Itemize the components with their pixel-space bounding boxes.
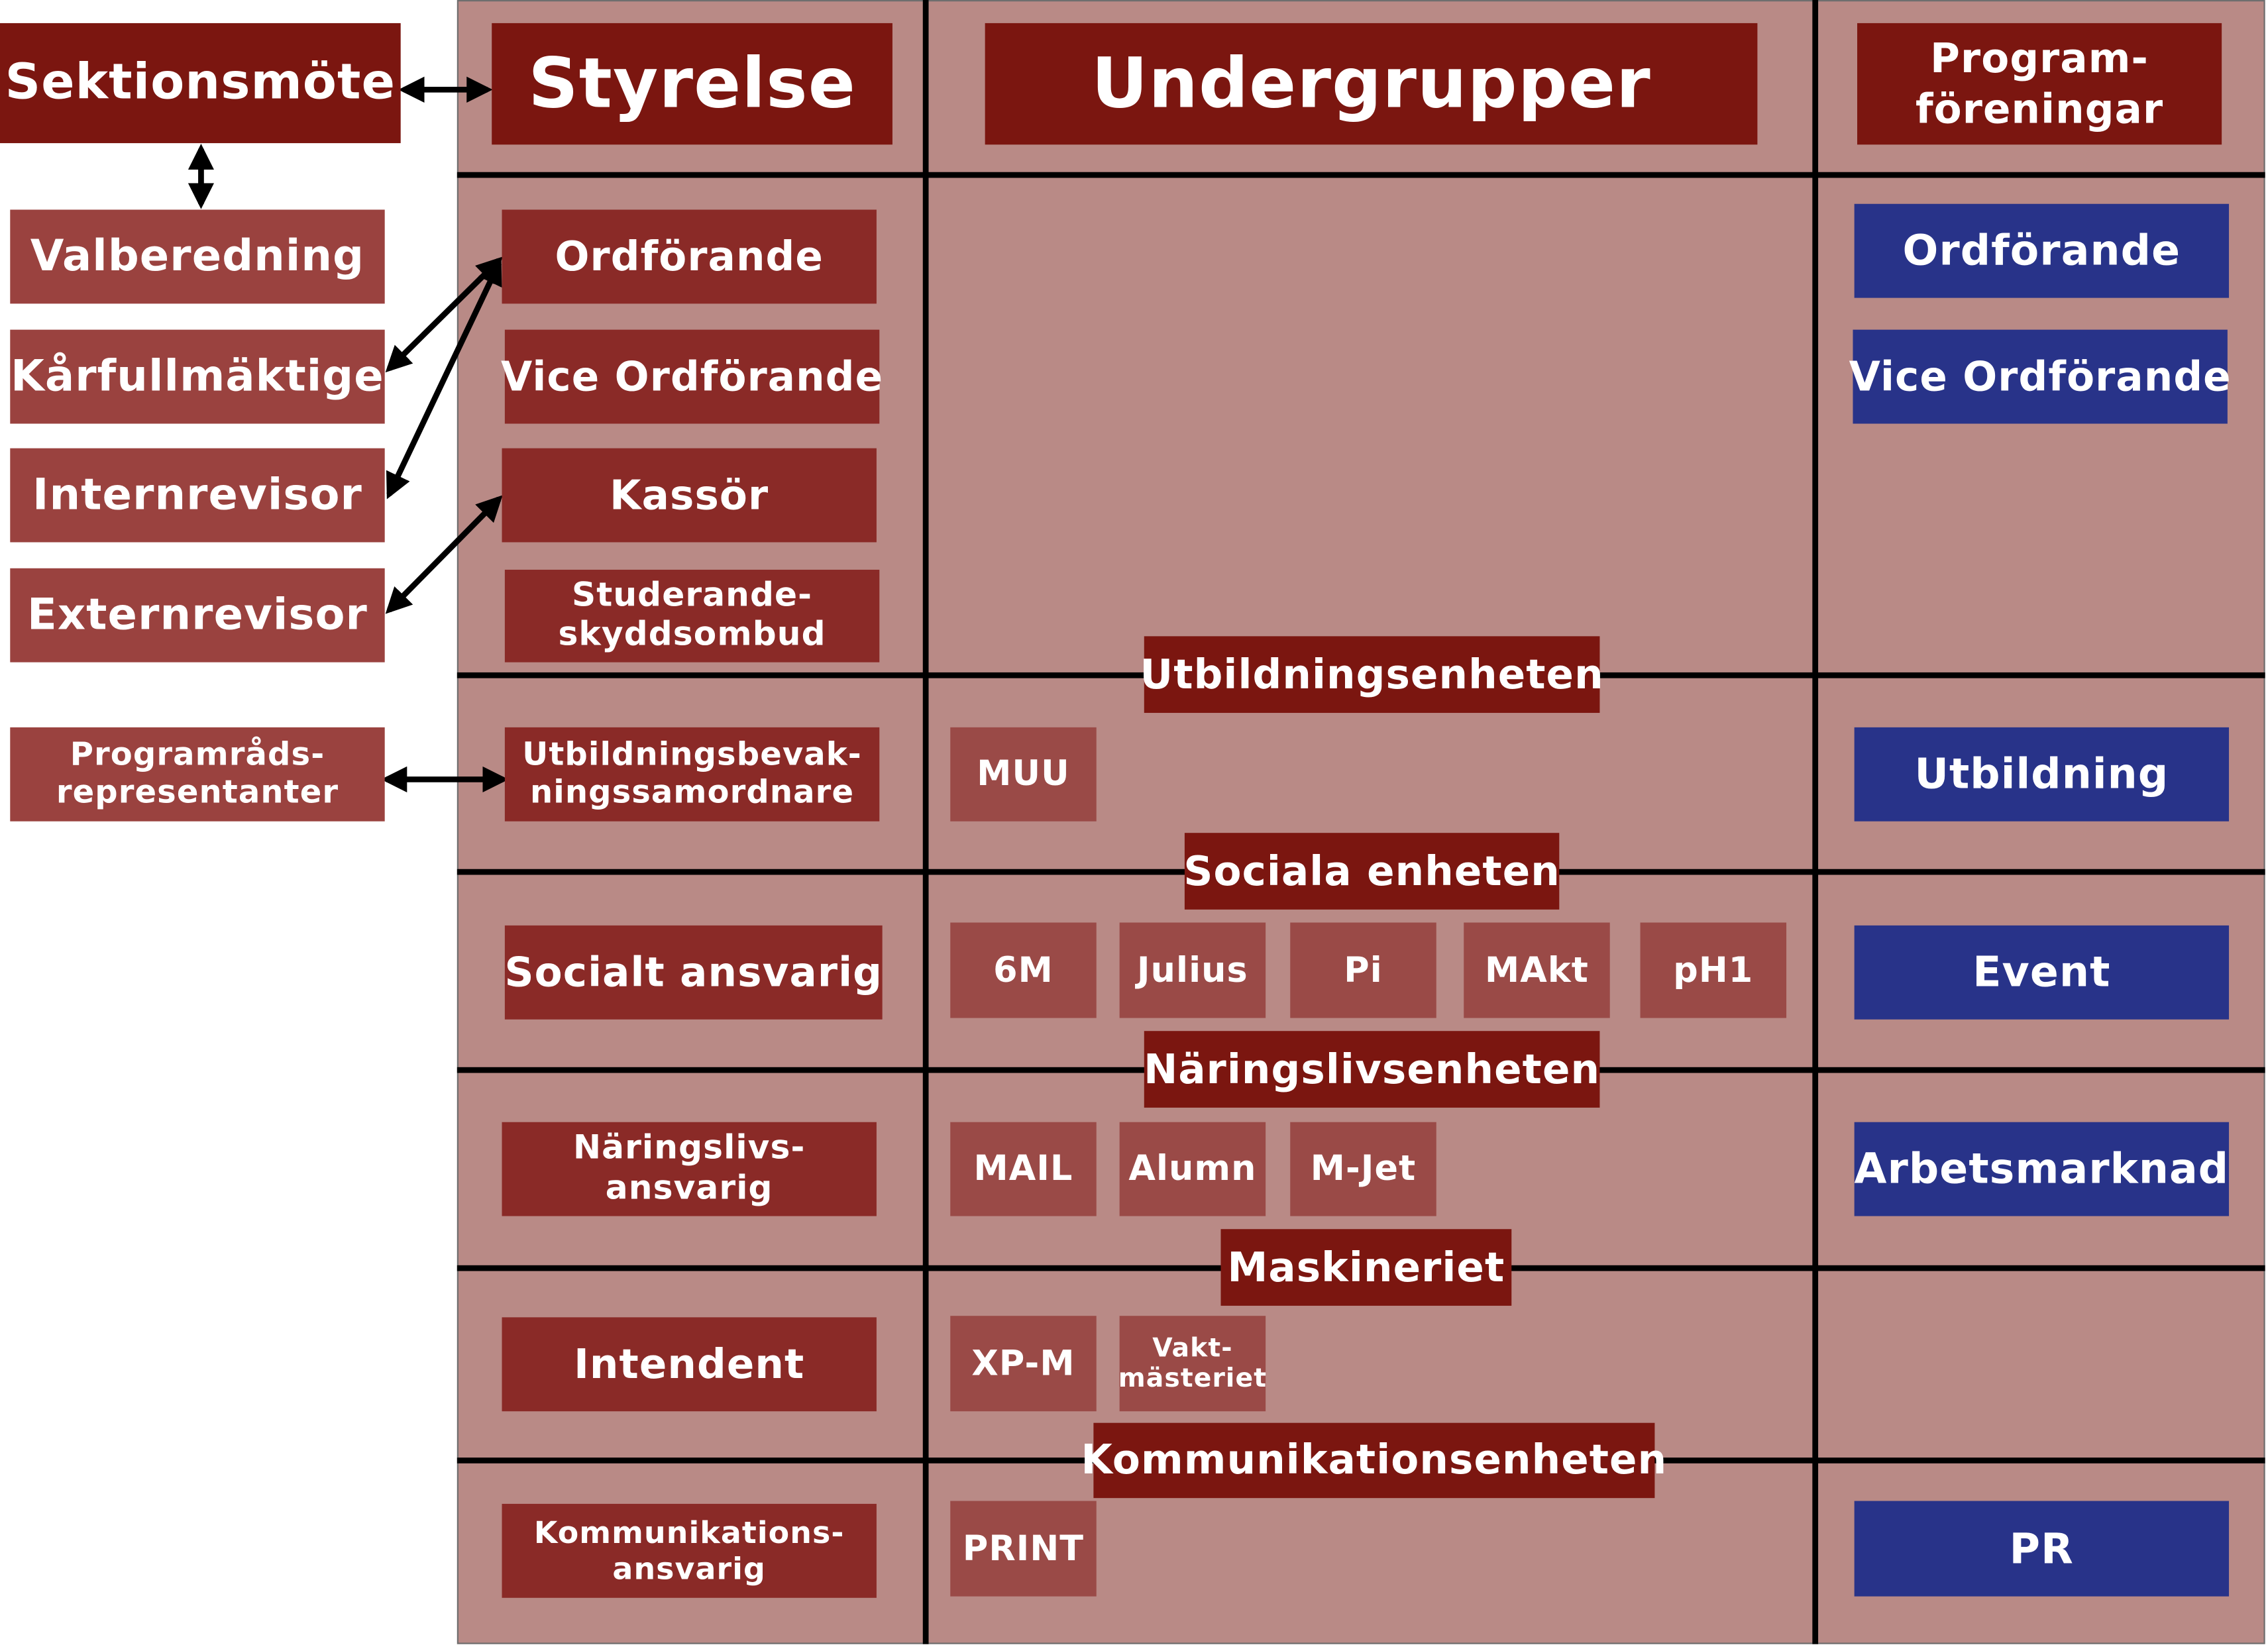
styrelse-vice-ordforande: Vice Ordförande: [501, 329, 883, 424]
styrelse-studerandeskyddsombud: Studerande- skyddsombud: [504, 569, 880, 663]
column-divider-2: [1812, 0, 1819, 1644]
subgroup-muu: MUU: [950, 727, 1097, 822]
subgroup-print: PRINT: [950, 1501, 1097, 1597]
pf-utbildning: Utbildning: [1854, 727, 2230, 822]
utbildningsenheten-label: Utbildningsenheten: [1140, 636, 1603, 714]
subgroup-6m: 6M: [950, 922, 1097, 1018]
subgroup-alumn: Alumn: [1119, 1122, 1266, 1216]
subgroup-makt: MAkt: [1464, 922, 1610, 1018]
pf-arbetsmarknad: Arbetsmarknad: [1854, 1122, 2230, 1216]
styrelse-naringslivsansvarig: Näringslivs- ansvarig: [502, 1122, 877, 1216]
pf-pr: PR: [1854, 1501, 2230, 1597]
sektionsmote-box: Sektionsmöte: [0, 23, 401, 144]
maskineriet-label: Maskineriet: [1220, 1229, 1512, 1306]
pf-ordforande: Ordförande: [1854, 203, 2230, 298]
row-divider-header: [457, 172, 2265, 178]
styrelse-ordforande: Ordförande: [502, 209, 877, 304]
pf-event: Event: [1854, 925, 2230, 1020]
styrelse-utbildningsbevakningssamordnare: Utbildningsbevak- ningssamordnare: [504, 727, 880, 822]
styrelse-header: Styrelse: [492, 23, 892, 145]
sociala-enheten-label: Sociala enheten: [1183, 833, 1560, 910]
subgroup-pi: Pi: [1290, 922, 1436, 1018]
styrelse-kommunikationsansvarig: Kommunikations- ansvarig: [502, 1503, 877, 1598]
styrelse-kassor: Kassör: [502, 448, 877, 543]
subgroup-ph1: pH1: [1640, 922, 1787, 1018]
kommunikationsenheten-label: Kommunikationsenheten: [1081, 1422, 1666, 1499]
pf-vice-ordforande: Vice Ordförande: [1849, 329, 2231, 424]
subgroup-m-jet: M-Jet: [1290, 1122, 1436, 1216]
externrevisor-box: Externrevisor: [10, 568, 385, 663]
internrevisor-box: Internrevisor: [10, 448, 385, 543]
valberedning-box: Valberedning: [10, 209, 385, 304]
styrelse-intendent: Intendent: [502, 1317, 877, 1412]
subgroup-vaktmasteriet: Vakt- mästeriet: [1118, 1316, 1266, 1412]
arrow-internrevisor-ordforande: [386, 258, 502, 500]
karfullmaktige-box: Kårfullmäktige: [10, 329, 385, 424]
styrelse-socialt-ansvarig: Socialt ansvarig: [505, 925, 883, 1020]
subgroup-xp-m: XP-M: [950, 1316, 1097, 1412]
programforeningar-header: Program- föreningar: [1857, 23, 2222, 145]
undergrupper-header: Undergrupper: [985, 23, 1758, 145]
subgroup-mail: MAIL: [950, 1122, 1097, 1216]
arrow-externrevisor-kassor: [385, 495, 503, 614]
subgroup-julius: Julius: [1119, 922, 1266, 1018]
arrow-karfullmaktige-ordforande: [385, 256, 503, 373]
naringslivsenheten-label: Näringslivsenheten: [1144, 1031, 1600, 1108]
column-divider-1: [922, 0, 929, 1644]
programradsrepresentanter-box: Programråds- representanter: [10, 727, 385, 822]
